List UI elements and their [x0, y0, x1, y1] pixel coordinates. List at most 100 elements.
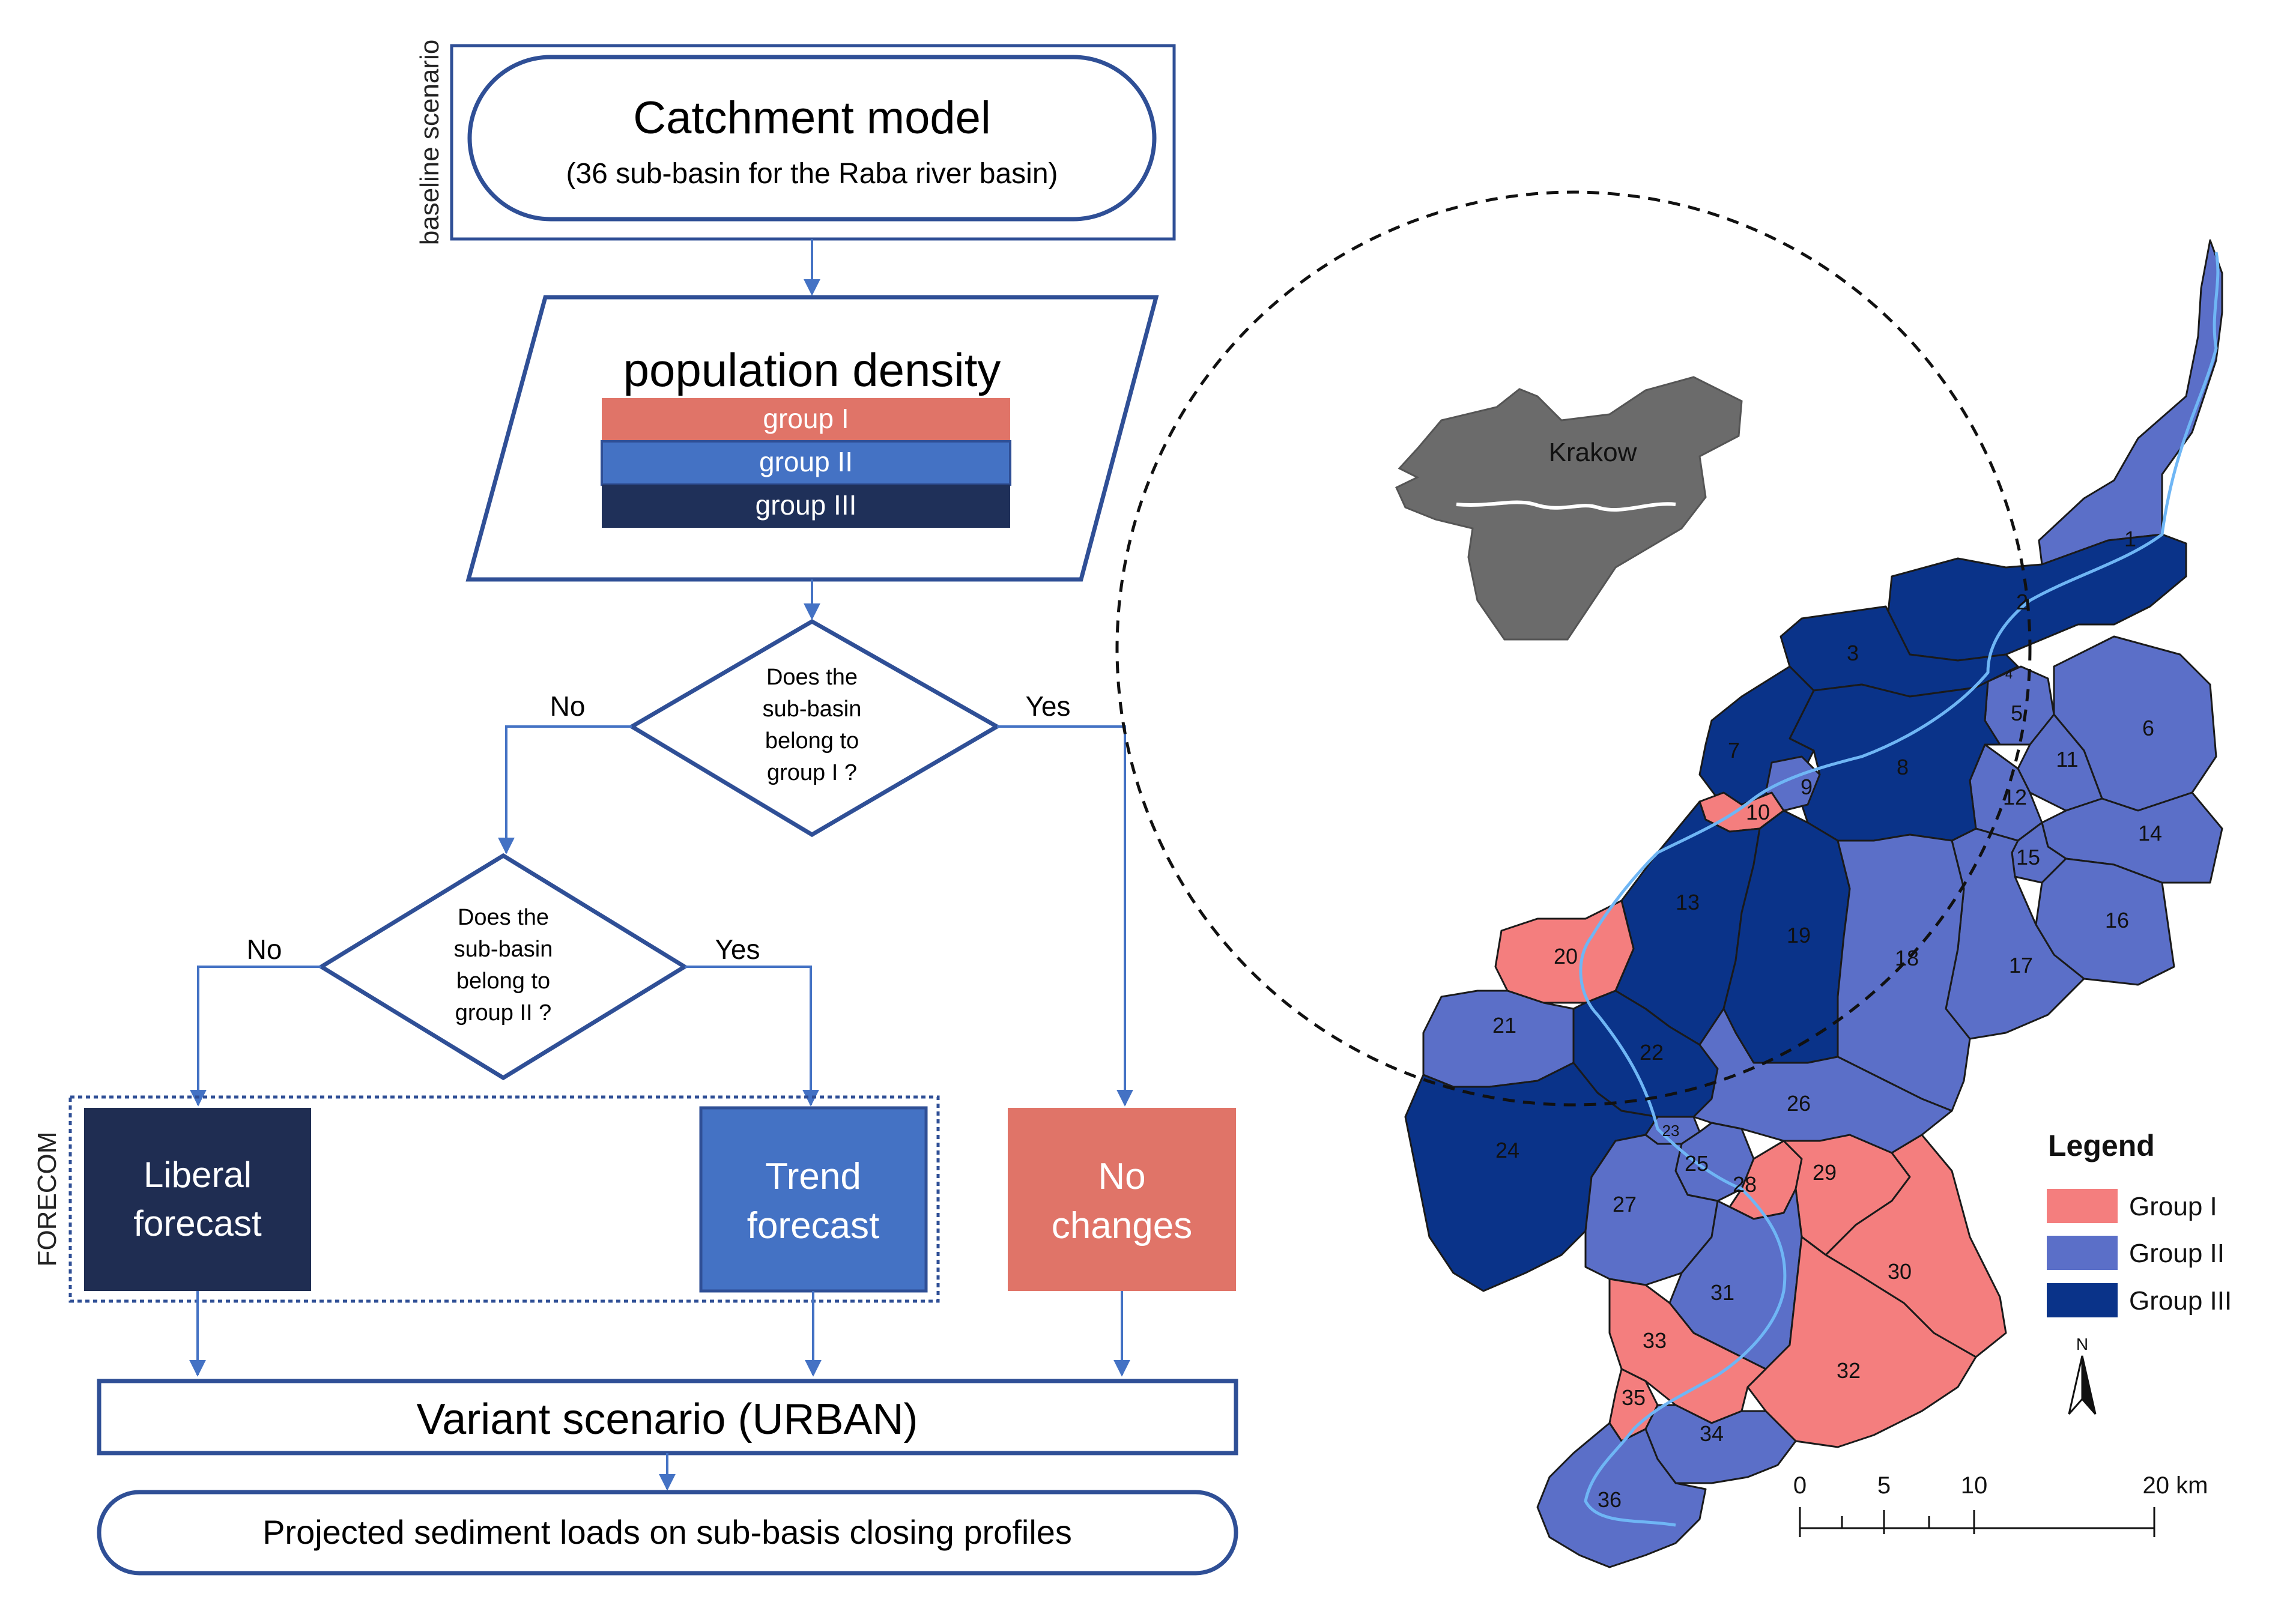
decision1-line-1: Does the: [766, 665, 858, 690]
basin-label-27: 27: [1613, 1192, 1637, 1217]
liberal-forecast-line-2: forecast: [133, 1203, 262, 1244]
sub-basin-36: [1536, 1422, 1707, 1568]
basin-label-29: 29: [1813, 1160, 1837, 1185]
sub-basin-8: [1789, 680, 2001, 842]
legend-swatch-group1: [2047, 1189, 2118, 1223]
catchment-model-node: [467, 55, 1157, 222]
basin-label-36: 36: [1598, 1487, 1622, 1512]
basin-label-15: 15: [2016, 845, 2040, 869]
krakow-label: Krakow: [1549, 438, 1637, 467]
basin-label-13: 13: [1676, 890, 1700, 914]
basin-label-34: 34: [1700, 1421, 1724, 1446]
map-legend: Legend Group I Group II Group III: [2047, 1129, 2232, 1317]
arrow-decision1-no: [498, 725, 632, 854]
basin-label-5: 5: [2011, 701, 2023, 725]
basin-label-2: 2: [2016, 590, 2028, 614]
forecom-frame: [68, 1095, 940, 1303]
raba-basin-map: Krakow: [1115, 190, 2232, 1568]
scale-tick-10: 10: [1961, 1472, 1988, 1499]
no-changes-line-1: No: [1098, 1156, 1145, 1197]
density-group-label-3: group III: [756, 489, 857, 521]
density-group-bars: group I group II group III: [601, 398, 1011, 528]
decision2-line-2: sub-basin: [454, 937, 553, 962]
basin-label-22: 22: [1640, 1040, 1664, 1065]
baseline-scenario-label: baseline scenario: [415, 40, 444, 245]
sub-basin-1: [2038, 239, 2223, 566]
density-group-bar-1: [602, 398, 1010, 441]
projected-loads-node: [97, 1490, 1238, 1576]
basin-label-8: 8: [1897, 755, 1909, 779]
basin-label-20: 20: [1554, 944, 1578, 969]
trend-forecast-line-2: forecast: [747, 1205, 880, 1247]
liberal-forecast-line-1: Liberal: [144, 1155, 252, 1195]
basin-label-28: 28: [1733, 1172, 1757, 1197]
basin-label-21: 21: [1492, 1013, 1516, 1038]
legend-swatch-group3: [2047, 1283, 2118, 1317]
basin-label-1: 1: [2124, 527, 2136, 551]
decision1-line-2: sub-basin: [763, 697, 862, 722]
basin-label-4: 4: [2005, 666, 2013, 682]
variant-scenario-text: Variant scenario (URBAN): [417, 1395, 918, 1443]
sub-basin-18: [1837, 833, 1971, 1112]
legend-swatch-group2: [2047, 1236, 2118, 1270]
basin-label-19: 19: [1787, 923, 1811, 948]
basin-label-16: 16: [2105, 908, 2129, 932]
basin-label-9: 9: [1801, 775, 1813, 799]
decision1-line-3: belong to: [765, 728, 859, 754]
decision2-line-3: belong to: [456, 969, 550, 994]
decision1-yes-label: Yes: [1025, 691, 1070, 722]
decision2-line-1: Does the: [458, 905, 549, 930]
basin-label-14: 14: [2138, 821, 2162, 845]
basin-label-30: 30: [1888, 1259, 1912, 1284]
raba-river: [1579, 252, 2220, 1527]
density-group-bar-2: [601, 440, 1011, 486]
basin-label-32: 32: [1837, 1358, 1861, 1383]
basin-label-23: 23: [1662, 1122, 1680, 1140]
decision2-line-4: group II ?: [455, 1000, 552, 1026]
decision-group1: [628, 618, 1002, 838]
scale-bar: 0 5 10 20 km: [1793, 1472, 2208, 1537]
legend-label-group2: Group II: [2129, 1239, 2225, 1268]
basin-label-25: 25: [1685, 1151, 1709, 1176]
basin-number-labels: 1 2 3 4 5 6 7 8 9 10 11 12 13 14 15 16 1…: [1492, 527, 2162, 1512]
decision2-yes-label: Yes: [715, 934, 760, 965]
legend-label-group1: Group I: [2129, 1192, 2217, 1221]
sub-basin-9: [1764, 755, 1821, 812]
decision1-no-label: No: [550, 691, 586, 722]
basin-label-11: 11: [2056, 747, 2078, 772]
basin-label-3: 3: [1847, 641, 1859, 665]
no-changes-box: [1008, 1108, 1236, 1291]
legend-label-group3: Group III: [2129, 1286, 2232, 1316]
trend-forecast-box: [699, 1106, 928, 1293]
basin-label-31: 31: [1710, 1280, 1734, 1305]
density-group-label-1: group I: [763, 403, 849, 434]
decision-group2: [317, 853, 689, 1081]
catchment-subtitle: (36 sub-basin for the Raba river basin): [566, 158, 1058, 190]
basin-label-17: 17: [2009, 953, 2033, 978]
liberal-forecast-box: [84, 1108, 311, 1291]
projected-loads-text: Projected sediment loads on sub-basis cl…: [262, 1513, 1072, 1551]
basin-label-35: 35: [1622, 1385, 1646, 1410]
scale-tick-20: 20 km: [2143, 1472, 2208, 1499]
forecom-label: FORECOM: [32, 1132, 62, 1267]
legend-title: Legend: [2048, 1129, 2155, 1162]
vistula-river: [1456, 500, 1676, 512]
basin-label-6: 6: [2142, 716, 2154, 740]
basin-label-26: 26: [1787, 1091, 1811, 1116]
density-group-bar-3: [602, 485, 1010, 528]
scale-tick-0: 0: [1793, 1472, 1807, 1499]
density-group-label-2: group II: [759, 446, 853, 477]
population-density-title: population density: [623, 343, 1001, 396]
variant-scenario-node: [97, 1379, 1238, 1455]
basin-label-10: 10: [1746, 800, 1770, 824]
north-label: N: [2076, 1335, 2088, 1353]
no-changes-line-2: changes: [1052, 1205, 1192, 1247]
decision2-no-label: No: [247, 934, 282, 965]
catchment-title: Catchment model: [633, 92, 991, 144]
arrow-decision1-yes: [997, 725, 1133, 1107]
decision1-line-4: group I ?: [767, 760, 857, 785]
arrow-decision2-no: [190, 966, 321, 1107]
basin-label-7: 7: [1728, 738, 1740, 763]
trend-forecast-line-1: Trend: [765, 1156, 861, 1197]
